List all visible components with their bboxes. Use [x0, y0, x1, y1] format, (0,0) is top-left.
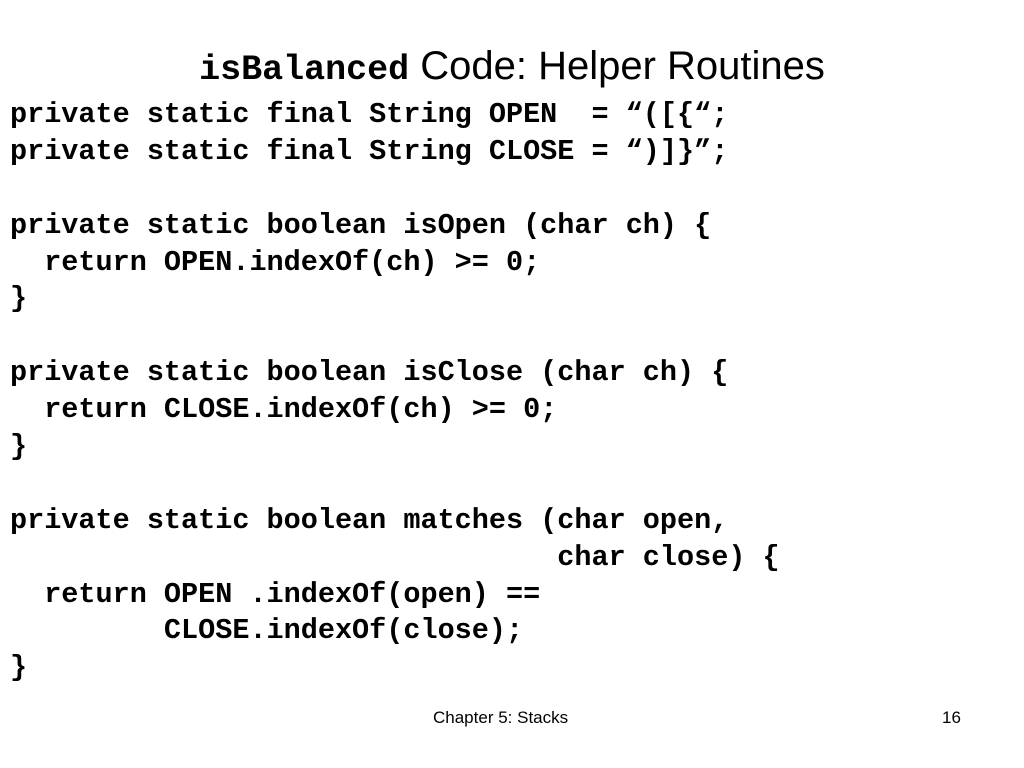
code-line: return OPEN.indexOf(ch) >= 0; [10, 245, 541, 279]
code-line: return OPEN .indexOf(open) == [10, 577, 541, 611]
code-line: return CLOSE.indexOf(ch) >= 0; [10, 393, 558, 427]
code-line: private static final String CLOSE = “)]}… [10, 134, 729, 168]
footer-page-number: 16 [942, 708, 961, 727]
code-line: } [10, 651, 28, 685]
code-line [10, 171, 1014, 208]
code-line: char close) { [10, 540, 780, 574]
code-line: } [10, 430, 28, 464]
code-line [10, 318, 1014, 355]
slide-title: isBalanced Code: Helper Routines [0, 40, 1024, 101]
code-line: CLOSE.indexOf(close); [10, 614, 524, 648]
footer-chapter: Chapter 5: Stacks [433, 708, 569, 727]
code-line: private static final String OPEN = “([{“… [10, 98, 729, 131]
code-line: private static boolean isClose (char ch)… [10, 356, 729, 390]
slide-title-text: Code: Helper Routines [409, 44, 825, 88]
code-line: private static boolean matches (char ope… [10, 503, 729, 537]
code-block: private static final String OPEN = “([{“… [10, 97, 1014, 687]
code-line: } [10, 282, 28, 316]
code-line [10, 466, 1014, 503]
slide-title-code: isBalanced [199, 50, 410, 90]
code-line: private static boolean isOpen (char ch) … [10, 208, 712, 242]
